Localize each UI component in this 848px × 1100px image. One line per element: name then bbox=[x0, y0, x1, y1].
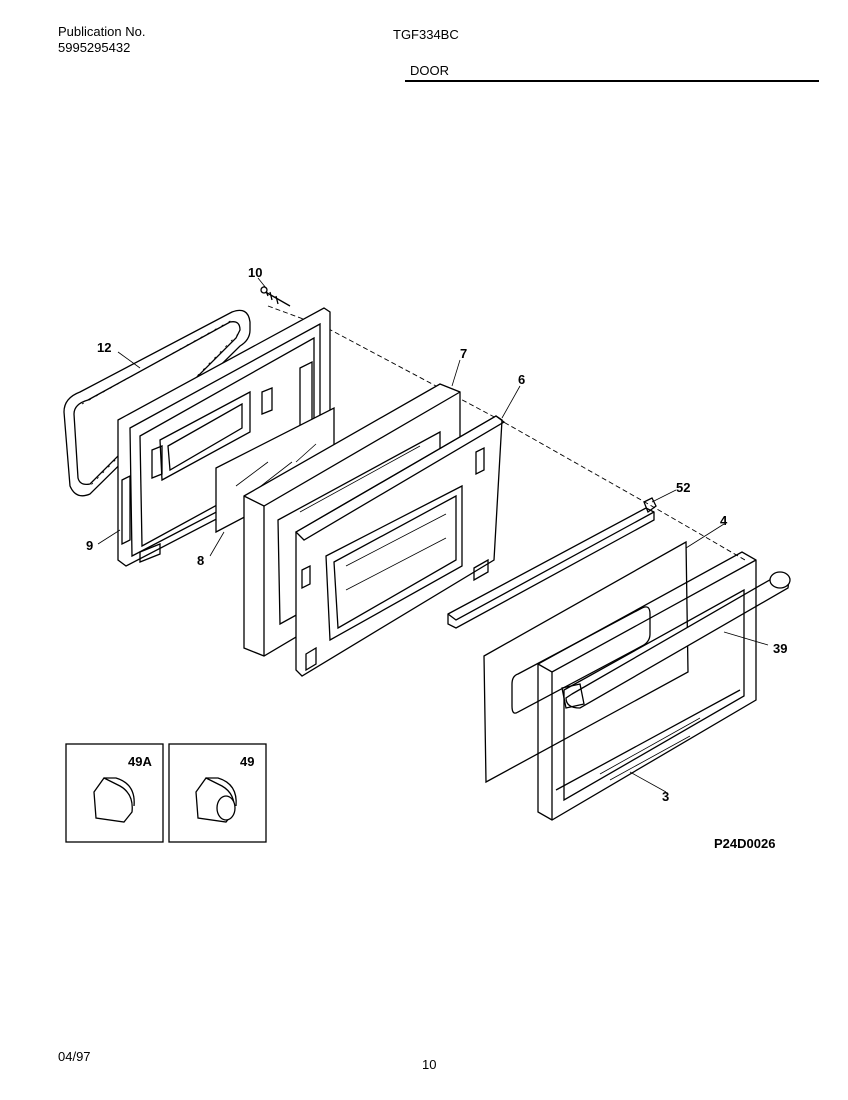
callout-8: 8 bbox=[197, 553, 204, 568]
callout-39: 39 bbox=[773, 641, 787, 656]
part-3-outer-frame bbox=[537, 551, 757, 821]
callout-12: 12 bbox=[97, 340, 111, 355]
page-number: 10 bbox=[422, 1057, 437, 1072]
part-10-screw bbox=[260, 285, 291, 307]
publication-number: 5995295432 bbox=[58, 40, 131, 55]
part-6-door-frame bbox=[294, 415, 506, 677]
part-39-door-handle bbox=[561, 571, 791, 709]
callout-7: 7 bbox=[460, 346, 467, 361]
callout-3: 3 bbox=[662, 789, 669, 804]
callout-52: 52 bbox=[676, 480, 690, 495]
header-rule bbox=[405, 80, 819, 82]
footer-date: 04/97 bbox=[58, 1049, 91, 1064]
publication-label: Publication No. bbox=[58, 24, 146, 39]
inset-49-label: 49 bbox=[240, 754, 254, 769]
inset-49: 49 bbox=[168, 743, 267, 843]
callout-6: 6 bbox=[518, 372, 525, 387]
part-52-trim-strip bbox=[447, 497, 657, 629]
model-number: TGF334BC bbox=[393, 27, 459, 42]
callout-10: 10 bbox=[248, 265, 262, 280]
section-title: DOOR bbox=[410, 63, 449, 78]
callout-4: 4 bbox=[720, 513, 728, 528]
part-12-door-gasket bbox=[63, 309, 251, 497]
inset-49a: 49A bbox=[65, 743, 164, 843]
drawing-code: P24D0026 bbox=[714, 836, 775, 851]
inset-49a-label: 49A bbox=[128, 754, 152, 769]
callout-9: 9 bbox=[86, 538, 93, 553]
leader-lines bbox=[97, 277, 769, 793]
